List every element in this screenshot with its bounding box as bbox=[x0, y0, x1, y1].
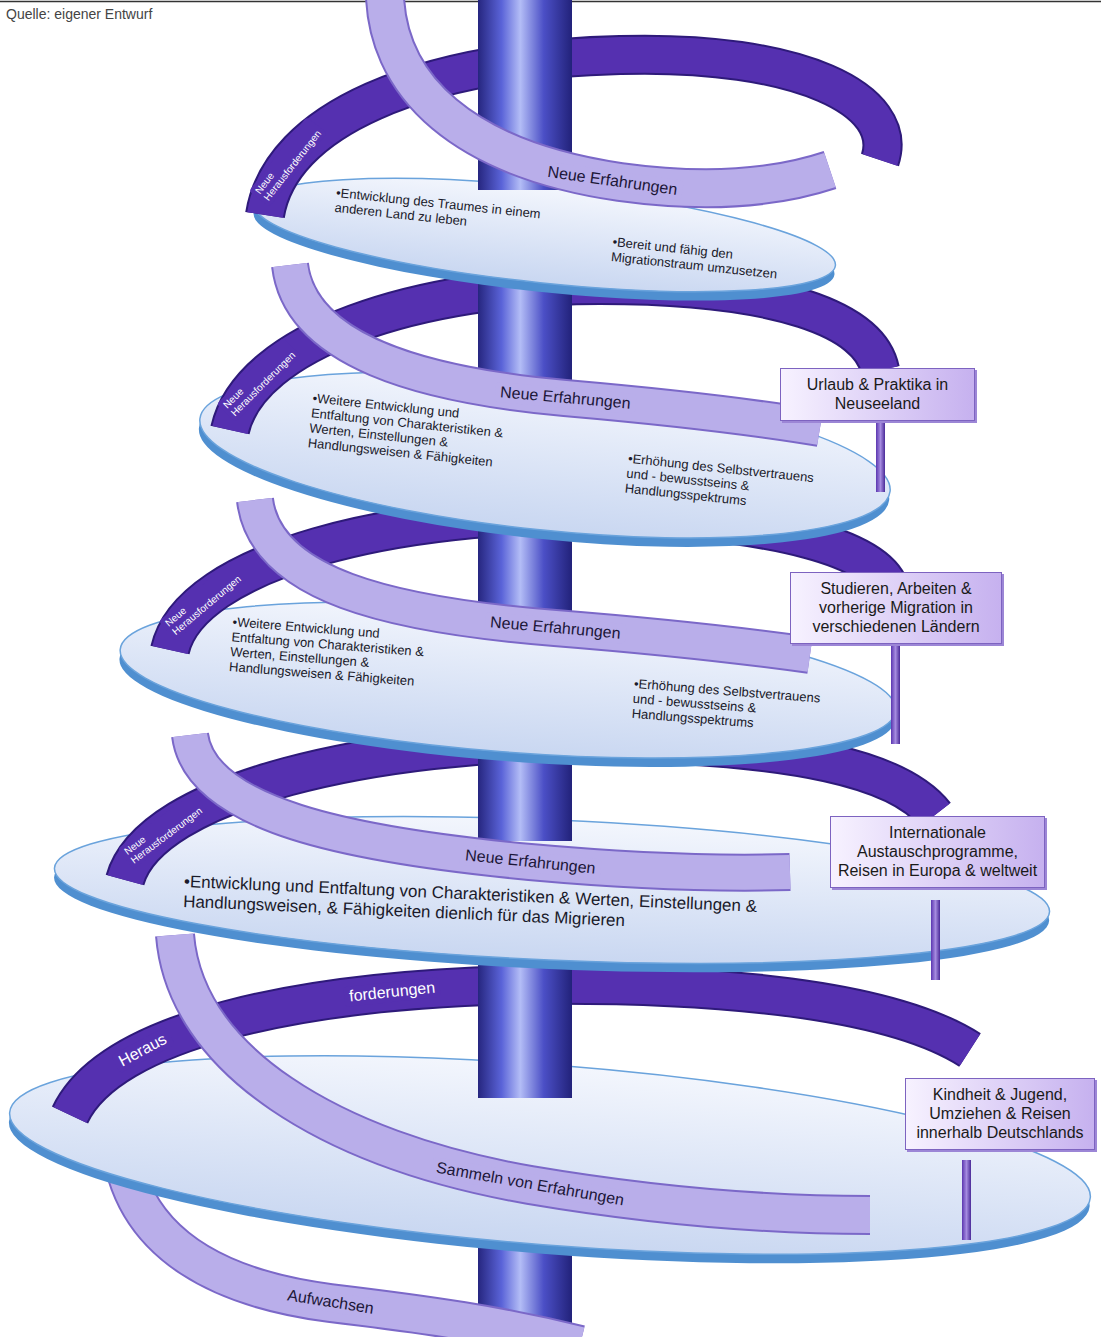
ribbon-band: Neue Herausforderungen bbox=[116, 818, 210, 844]
source-label: Quelle: eigener Entwurf bbox=[6, 6, 152, 22]
disc-text: •Bereit und fähig den Migrationstraum um… bbox=[610, 234, 792, 283]
ribbon bbox=[385, 0, 830, 188]
ribbon-band: Neue Erfahrungen bbox=[495, 388, 636, 408]
ribbon bbox=[175, 935, 870, 1215]
disc-text: •Erhöhung des Selbstvertrauens und - bew… bbox=[624, 451, 833, 517]
disc-text: •Entwicklung des Traumes in einem andere… bbox=[334, 185, 576, 240]
signpost-board: Studieren, Arbeiten & vorherige Migratio… bbox=[790, 572, 1002, 644]
ribbon-band: Herausforderungen bbox=[112, 982, 440, 1060]
sign-text: Kindheit & Jugend, Umziehen & Reisen inn… bbox=[911, 1085, 1089, 1143]
sign-post bbox=[931, 900, 940, 980]
ribbon-band: Neue Erfahrungen bbox=[542, 171, 683, 191]
disc-text: •Weitere Entwicklung und Entfaltung von … bbox=[229, 614, 438, 690]
ribbon-edge bbox=[385, 0, 830, 188]
ribbon-edge bbox=[175, 935, 870, 1215]
ribbon-band: Sammeln von Erfahrungen bbox=[430, 1174, 630, 1194]
signpost-board: Urlaub & Praktika in Neuseeland bbox=[780, 368, 975, 421]
sign-post bbox=[876, 410, 885, 492]
signpost-board: Kindheit & Jugend, Umziehen & Reisen inn… bbox=[905, 1078, 1095, 1150]
disc-text: •Entwicklung und Entfaltung von Charakte… bbox=[183, 872, 824, 940]
sign-post bbox=[891, 640, 900, 744]
sign-text: Internationale Austauschprogramme, Reise… bbox=[836, 823, 1039, 881]
ribbon-band: Aufwachsen bbox=[282, 1292, 379, 1312]
ribbon-band: Neue Herausforderungen bbox=[156, 588, 250, 614]
disc-text: •Weitere Entwicklung und Entfaltung von … bbox=[307, 390, 517, 471]
signpost-board: Internationale Austauschprogramme, Reise… bbox=[830, 816, 1045, 888]
disc-platform: •Weitere Entwicklung und Entfaltung von … bbox=[115, 578, 902, 783]
ribbon-band: Neue Erfahrungen bbox=[460, 852, 601, 872]
disc-text: •Erhöhung des Selbstvertrauens und - bew… bbox=[631, 676, 839, 737]
sign-post bbox=[962, 1160, 971, 1240]
ribbon-band: Neue Herausforderungen bbox=[212, 367, 306, 393]
ribbon-band: Neue Erfahrungen bbox=[485, 618, 626, 638]
sign-text: Studieren, Arbeiten & vorherige Migratio… bbox=[796, 579, 996, 637]
band-text: forderungen bbox=[343, 977, 441, 1007]
sign-text: Urlaub & Praktika in Neuseeland bbox=[786, 375, 969, 413]
ribbon-band: Neue Herausforderungen bbox=[241, 149, 335, 175]
